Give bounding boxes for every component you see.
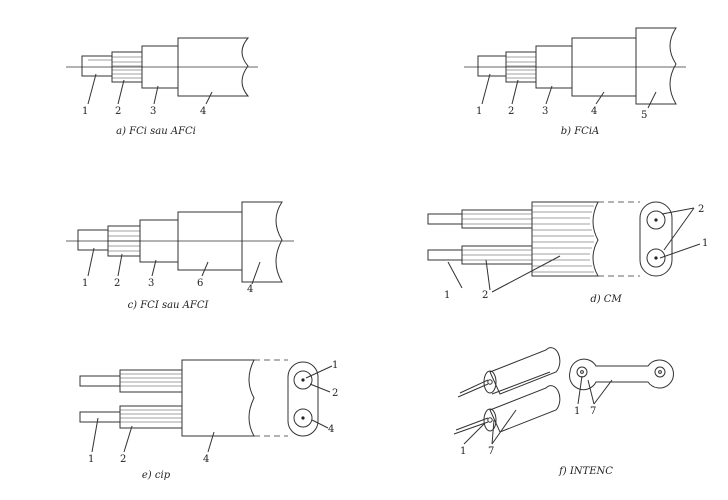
- figure-e: 1 2 4 1 2 4 e) cip: [79, 359, 338, 481]
- outer-sheath: [181, 359, 255, 437]
- label-7-section: 7: [590, 406, 596, 417]
- label-3: 3: [150, 106, 156, 117]
- figure-b: 1 2 3 4 5 b) FCiA: [464, 27, 686, 137]
- label-3: 3: [148, 278, 154, 289]
- label-4-section: 4: [328, 424, 334, 435]
- label-1: 1: [460, 446, 466, 457]
- caption-a: a) FCi sau AFCi: [116, 126, 196, 137]
- conductor-core: [77, 229, 109, 251]
- insulation-upper: [119, 369, 183, 393]
- label-4: 4: [591, 106, 597, 117]
- label-2: 2: [508, 106, 514, 117]
- cross-section: [569, 358, 674, 391]
- wire-upper: [457, 383, 489, 398]
- label-6: 6: [197, 278, 203, 289]
- caption-b: b) FCiA: [561, 126, 600, 137]
- wire-lower: [453, 421, 489, 435]
- caption-f: f) INTENC: [558, 466, 613, 477]
- cylinder-upper: [489, 347, 561, 395]
- label-2: 2: [482, 290, 488, 301]
- cylinder-lower: [489, 385, 561, 433]
- figure-f: 1 7 1 7 f) INTENC: [453, 347, 674, 477]
- label-2-section: 2: [698, 204, 704, 215]
- label-5: 5: [641, 110, 647, 121]
- label-7: 7: [488, 446, 494, 457]
- insulation-lower: [119, 405, 183, 429]
- conductor-upper: [79, 375, 121, 387]
- label-4: 4: [247, 284, 253, 295]
- label-1-section: 1: [332, 360, 338, 371]
- label-1-section: 1: [702, 238, 708, 249]
- figure-a: 1 2 3 4 a) FCi sau AFCi: [66, 37, 258, 137]
- outer-jacket: [531, 201, 599, 277]
- outer-sheath: [241, 201, 283, 283]
- label-1: 1: [476, 106, 482, 117]
- label-2: 2: [120, 454, 126, 465]
- label-3: 3: [542, 106, 548, 117]
- caption-c: c) FCI sau AFCI: [128, 300, 210, 311]
- conductor-core: [81, 55, 113, 77]
- label-2-section: 2: [332, 388, 338, 399]
- conductor-lower: [427, 249, 463, 261]
- label-1: 1: [82, 106, 88, 117]
- cross-section: [287, 361, 319, 437]
- figure-d: 1 2 2 1 d) CM: [427, 201, 708, 305]
- figure-c: 1 2 3 6 4 c) FCI sau AFCI: [66, 201, 294, 311]
- label-1: 1: [82, 278, 88, 289]
- label-1: 1: [444, 290, 450, 301]
- conductor-core: [477, 55, 507, 77]
- conductor-upper: [427, 213, 463, 225]
- armour-layer: [635, 27, 677, 105]
- caption-e: e) cip: [142, 470, 171, 481]
- label-1-section: 1: [574, 406, 580, 417]
- label-4: 4: [203, 454, 209, 465]
- conductor-lower: [79, 411, 121, 423]
- label-2: 2: [115, 106, 121, 117]
- caption-d: d) CM: [590, 294, 622, 305]
- label-1: 1: [88, 454, 94, 465]
- label-2: 2: [114, 278, 120, 289]
- label-4: 4: [200, 106, 206, 117]
- outer-sheath: [177, 37, 250, 97]
